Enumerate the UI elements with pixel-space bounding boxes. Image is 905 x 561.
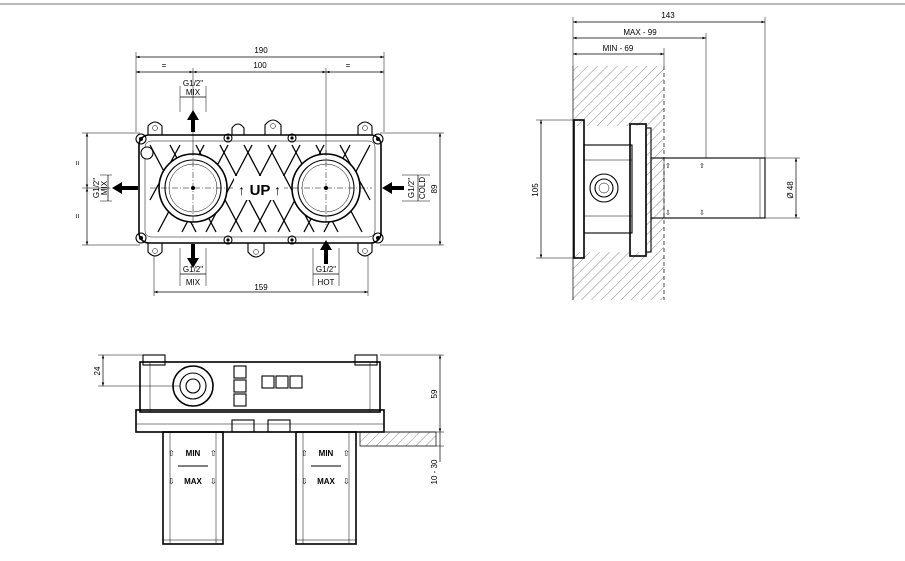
dim-max: MAX - 99 <box>623 28 657 37</box>
right-min-up-icon-2: ⇧ <box>343 449 350 458</box>
dim-59: 59 <box>430 389 439 398</box>
port-left-size: G1/2" <box>92 178 101 198</box>
dim-equal-left: = <box>162 61 167 70</box>
top-view: 24 59 10 - 30 <box>93 354 444 545</box>
port-bottom-left-label: MIX <box>186 278 201 287</box>
side-port-circle <box>589 173 619 203</box>
left-max-down-icon-2: ⇩ <box>210 477 217 486</box>
side-view: 143 MAX - 99 MIN - 69 ⇧ ⇩ ⇧ ⇩ 105 <box>531 11 800 300</box>
dim-min: MIN - 69 <box>603 44 634 53</box>
left-max-down-icon: ⇩ <box>168 477 175 486</box>
top-body <box>139 361 381 413</box>
port-right-label: COLD <box>418 177 427 199</box>
dim-total-depth: 143 <box>661 11 675 20</box>
right-max-label: MAX <box>317 477 335 486</box>
port-top-label: MIX <box>186 88 201 97</box>
dim-24: 24 <box>93 366 102 375</box>
arrow-up-icon <box>187 110 199 132</box>
dim-overall-width: 190 <box>254 46 268 55</box>
dim-center-distance: 100 <box>253 61 267 70</box>
right-max-down-icon: ⇩ <box>301 477 308 486</box>
front-view: 190 = 100 = G1/2" MIX = = G1/2" MIX <box>73 46 444 296</box>
svg-text:⇧: ⇧ <box>699 162 705 170</box>
right-min-label: MIN <box>319 449 334 458</box>
port-bottom-left-size: G1/2" <box>183 265 203 274</box>
up-arrow-left-icon: ↑ <box>238 182 245 198</box>
left-min-up-icon-2: ⇧ <box>210 449 217 458</box>
arrow-up-inlet-icon <box>320 240 332 264</box>
arrow-left-icon <box>112 182 138 194</box>
dim-equal-bottom-v: = <box>73 213 82 218</box>
arrow-right-inlet-icon <box>382 182 404 194</box>
side-sleeve <box>650 157 766 219</box>
left-sleeve <box>162 431 224 545</box>
screw-icons <box>135 133 384 245</box>
arrow-down-icon <box>187 244 199 268</box>
body-outline <box>138 134 382 244</box>
right-max-down-icon-2: ⇩ <box>343 477 350 486</box>
dim-height: 89 <box>430 184 439 193</box>
dim-range: 10 - 30 <box>430 459 439 484</box>
left-max-label: MAX <box>184 477 202 486</box>
svg-text:⇧: ⇧ <box>665 162 671 170</box>
dim-equal-right: = <box>346 61 351 70</box>
dim-side-height: 105 <box>531 183 540 197</box>
port-top-size: G1/2" <box>183 79 203 88</box>
left-min-up-icon: ⇧ <box>168 449 175 458</box>
marker-dot <box>140 146 154 160</box>
port-bottom-right-size: G1/2" <box>316 265 336 274</box>
port-left-label: MIX <box>100 180 109 195</box>
dim-bottom-width: 159 <box>254 283 268 292</box>
right-min-up-icon: ⇧ <box>301 449 308 458</box>
svg-text:⇩: ⇩ <box>699 209 705 217</box>
up-arrow-right-icon: ↑ <box>274 182 281 198</box>
up-label: UP <box>250 182 271 199</box>
top-port-circle <box>172 365 214 407</box>
port-right-size: G1/2" <box>407 178 416 198</box>
svg-text:⇩: ⇩ <box>665 209 671 217</box>
right-sleeve <box>295 431 357 545</box>
dim-equal-top-v: = <box>73 160 82 165</box>
dim-diameter: Ø 48 <box>786 181 795 199</box>
left-min-label: MIN <box>186 449 201 458</box>
port-bottom-right-label: HOT <box>318 278 335 287</box>
